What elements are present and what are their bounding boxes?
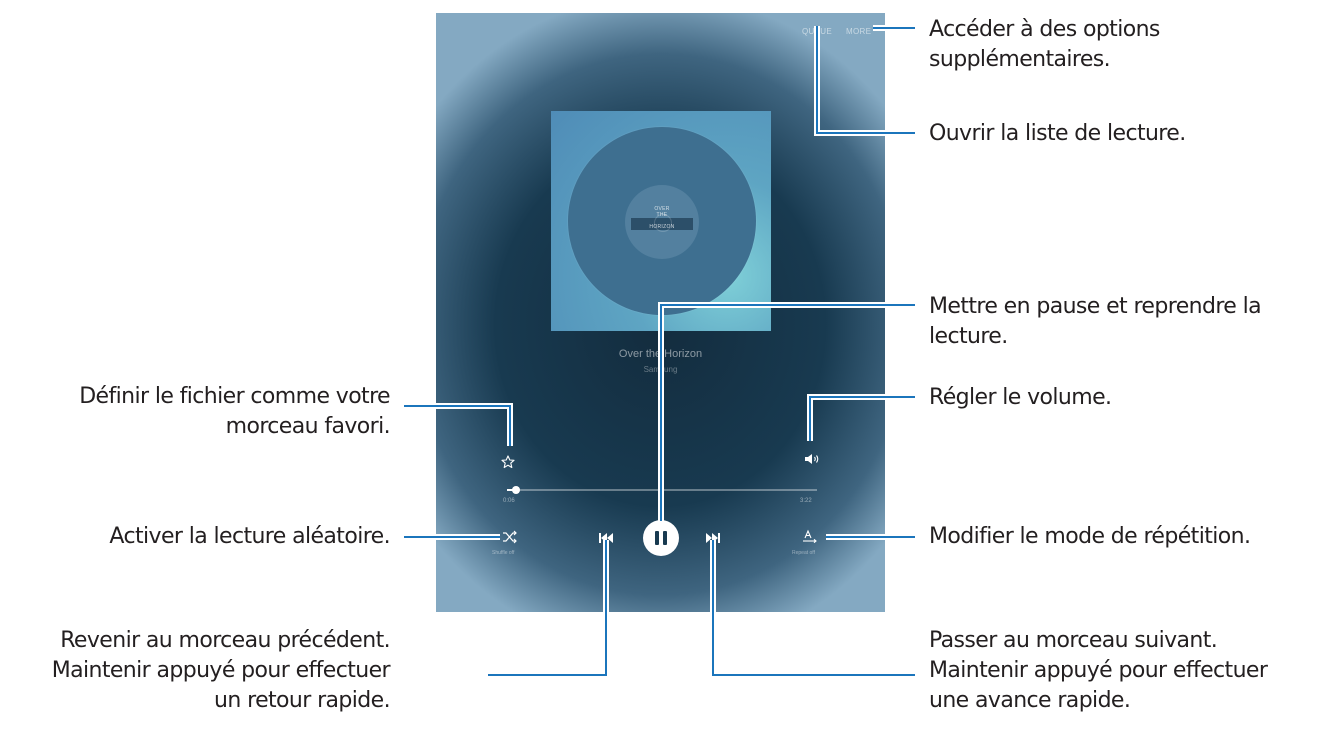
callout-line-volume-halo [807,394,915,441]
pause-button[interactable] [643,520,679,556]
repeat-status-label: Repeat off [792,550,815,556]
album-art-text: OVER [654,206,670,212]
callout-line-favorite [404,405,511,446]
callout-previous: Revenir au morceau précédent.Maintenir a… [51,628,391,713]
pause-icon [655,531,659,545]
callout-line-volume [809,396,915,441]
shuffle-status-label: Shuffle off [492,550,515,556]
callout-volume: Régler le volume. [929,385,1112,410]
star-icon[interactable] [501,455,515,469]
callout-line-next [712,540,915,676]
total-time: 3:22 [800,498,812,504]
callout-shuffle: Activer la lecture aléatoire. [109,524,390,549]
album-art-text: HORIZON [649,224,675,230]
more-button[interactable]: MORE [846,27,872,36]
album-art-text: THE [656,212,668,218]
progress-thumb[interactable] [512,486,521,494]
callout-repeat: Modifier le mode de répétition. [929,524,1251,549]
album-art-center [654,214,672,232]
repeat-icon[interactable] [802,529,818,543]
callout-line-favorite-halo [404,403,513,446]
callout-line-next-halo [710,540,915,678]
callout-line-playlist [816,26,915,134]
callout-line-pause [660,304,915,521]
callout-playlist: Ouvrir la liste de lecture. [929,121,1186,146]
callout-line-playlist-halo [814,26,915,136]
callout-line-previous [488,540,607,676]
album-art: OVER THE HORIZON [551,111,771,331]
shuffle-icon[interactable] [502,530,518,544]
callout-line-pause-halo [658,302,915,521]
callout-line-previous-halo [488,540,609,678]
progress-fill [507,489,517,491]
elapsed-time: 0:06 [503,498,515,504]
callout-next: Passer au morceau suivant.Maintenir appu… [929,628,1268,713]
volume-icon[interactable] [804,452,820,466]
